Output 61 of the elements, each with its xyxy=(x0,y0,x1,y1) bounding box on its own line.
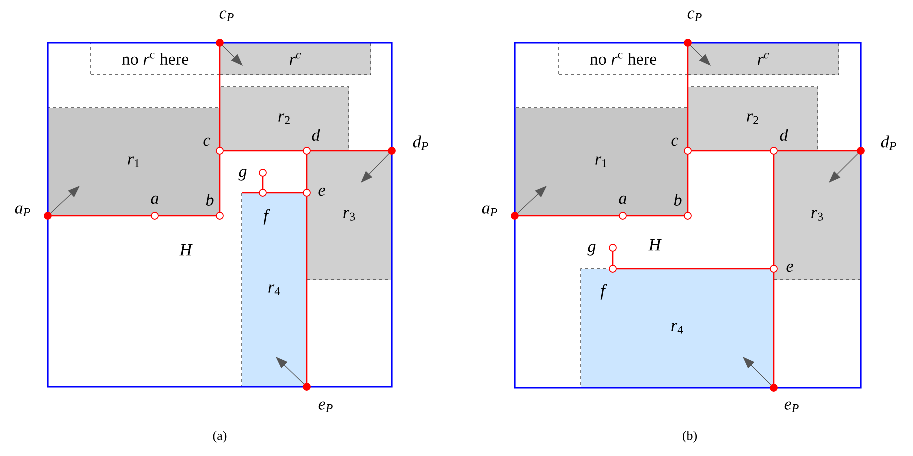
point-label: d$_{P}$ xyxy=(413,136,428,150)
point-marker xyxy=(609,265,617,273)
region-rectangle: no r$^{c}$ here xyxy=(90,42,220,76)
region-label: H xyxy=(180,244,193,256)
direction-arrow xyxy=(276,357,305,385)
point-label: g xyxy=(588,244,596,256)
path-segment xyxy=(262,176,264,190)
path-segment xyxy=(306,196,308,384)
path-segment xyxy=(158,215,216,217)
subfigure-caption: (a) xyxy=(213,431,227,443)
point-label: a xyxy=(619,196,627,204)
direction-arrow xyxy=(222,45,243,66)
region-rectangle: no r$^{c}$ here xyxy=(558,42,688,76)
path-segment xyxy=(626,215,684,217)
point-label: g xyxy=(238,169,247,181)
path-segment xyxy=(310,150,388,152)
path-segment xyxy=(219,46,221,148)
point-label: c xyxy=(672,138,679,146)
point-label: c$_{P}$ xyxy=(220,10,234,22)
direction-arrow xyxy=(361,153,390,183)
region-rectangle: r$^{c}$ xyxy=(220,42,372,76)
region-label: H xyxy=(648,239,662,251)
point-label: e$_{P}$ xyxy=(318,402,333,412)
point-label: a xyxy=(151,196,159,204)
path-segment xyxy=(773,154,775,266)
point-label: a$_{P}$ xyxy=(482,206,498,216)
point-label: d xyxy=(312,129,320,141)
point-label: a$_{P}$ xyxy=(15,206,30,216)
path-segment xyxy=(687,154,689,212)
path-segment xyxy=(266,192,304,194)
direction-arrow xyxy=(829,153,859,183)
point-label: e xyxy=(318,188,326,196)
path-segment xyxy=(773,272,775,384)
direction-arrow xyxy=(743,357,772,386)
path-segment xyxy=(518,215,620,217)
subfigure-caption: (b) xyxy=(683,431,698,443)
path-segment xyxy=(612,252,614,266)
point-label: b xyxy=(206,194,214,206)
path-segment xyxy=(242,192,260,194)
direction-arrow xyxy=(50,186,80,214)
path-segment xyxy=(778,150,858,152)
path-segment xyxy=(687,46,689,148)
path-segment xyxy=(306,154,308,190)
point-label: c xyxy=(204,138,211,146)
point-label: d$_{P}$ xyxy=(881,136,896,150)
point-label: f xyxy=(600,284,608,300)
point-label: c$_{P}$ xyxy=(688,10,702,22)
direction-arrow xyxy=(690,45,711,66)
point-label: b xyxy=(674,194,682,206)
path-segment xyxy=(616,268,770,270)
path-segment xyxy=(692,150,770,152)
point-label: d xyxy=(780,129,788,141)
direction-arrow xyxy=(517,186,547,214)
point-label: e xyxy=(786,264,794,272)
path-segment xyxy=(52,215,152,217)
path-segment xyxy=(224,150,304,152)
region-rectangle: r$^{c}$ xyxy=(688,42,840,76)
point-label: f xyxy=(264,209,270,225)
path-segment xyxy=(219,154,221,212)
point-marker xyxy=(259,189,267,197)
point-label: e$_{P}$ xyxy=(784,402,799,412)
